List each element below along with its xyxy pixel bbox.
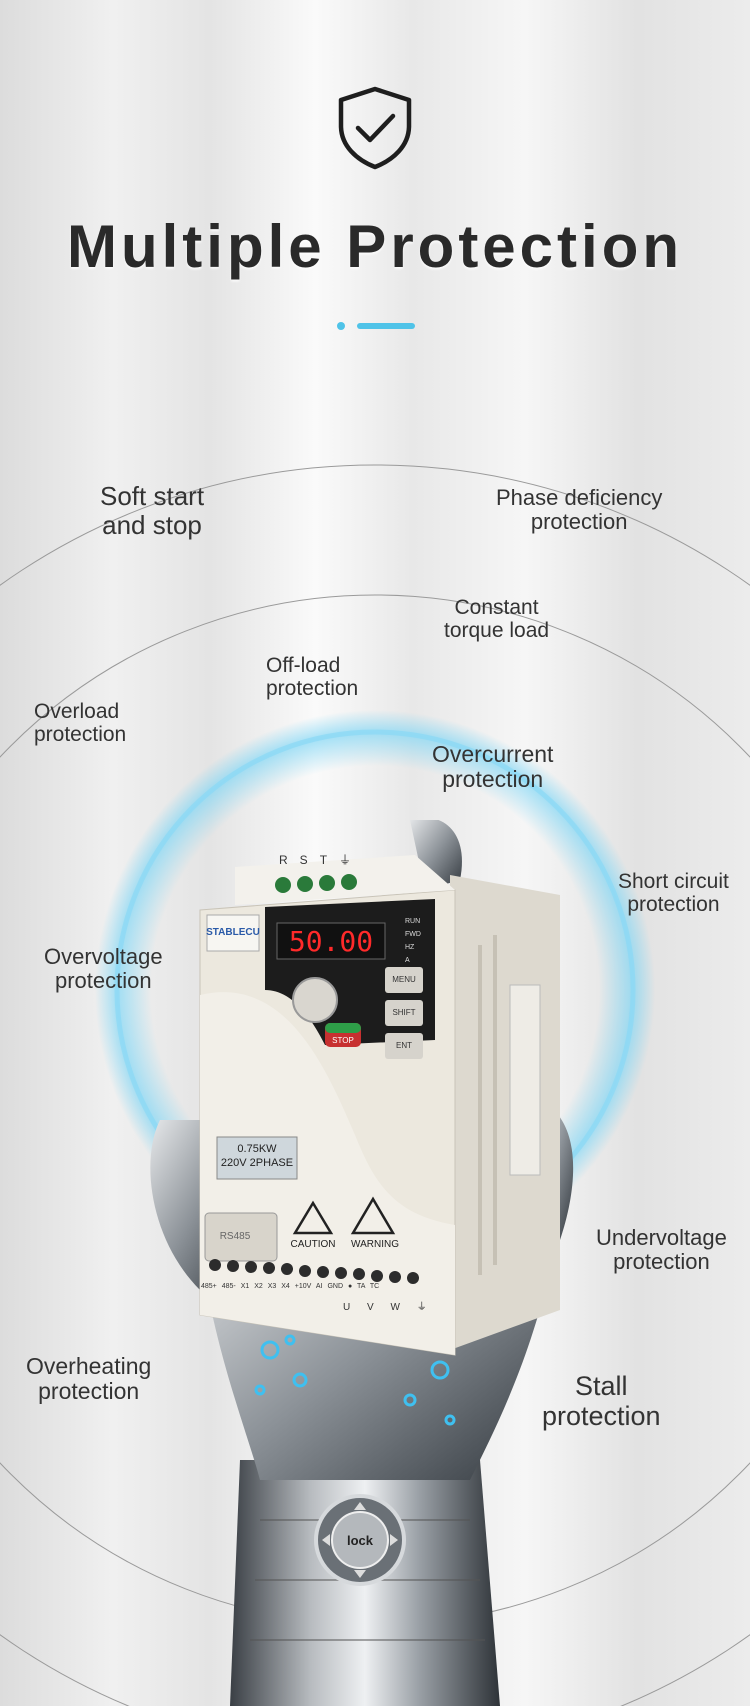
spec-sticker bbox=[509, 984, 541, 1176]
frequency-display: 50.00 bbox=[288, 925, 374, 958]
menu-button[interactable]: MENU bbox=[392, 975, 416, 984]
page-title: Multiple Protection bbox=[67, 213, 683, 280]
rs485-port: RS485 bbox=[219, 1231, 251, 1242]
shift-button[interactable]: SHIFT bbox=[392, 1008, 416, 1017]
ent-button[interactable]: ENT bbox=[396, 1041, 412, 1050]
warning-label: WARNING bbox=[351, 1239, 399, 1250]
bottom-terminal-labels: 485+ 485- X1 X2 X3 X4 +10V AI GND ● TA T… bbox=[201, 1283, 380, 1290]
caution-label: CAUTION bbox=[290, 1239, 336, 1250]
motor-terminal-labels: U V W ⏚ bbox=[343, 1302, 427, 1313]
top-terminal-labels: RST⏚ bbox=[279, 853, 364, 867]
stop-button[interactable]: STOP bbox=[332, 1036, 354, 1045]
shield-check-icon bbox=[338, 86, 412, 170]
brand-logo: STABLECU bbox=[206, 927, 260, 938]
lock-label: lock bbox=[347, 1533, 374, 1548]
